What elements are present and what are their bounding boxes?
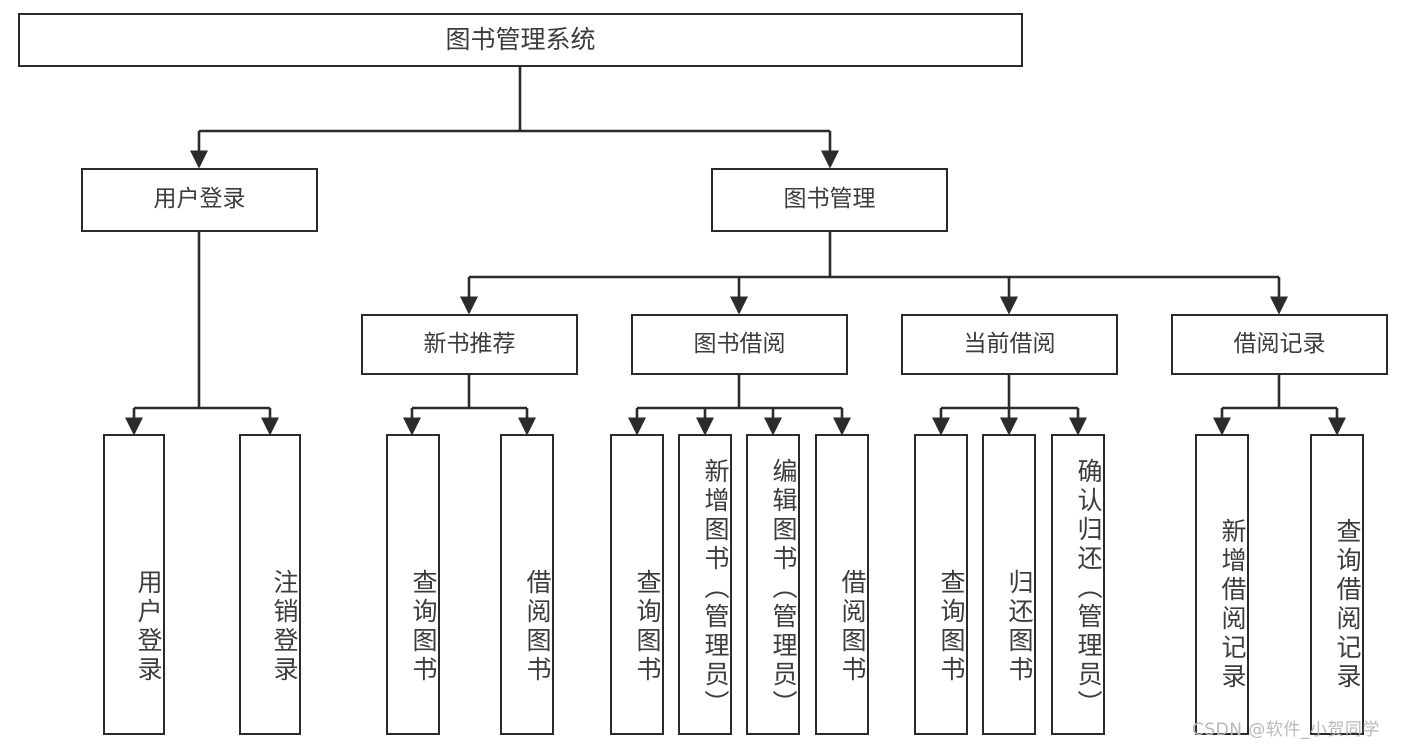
- node-label: 编辑图书（管理员）: [769, 458, 798, 719]
- node-label: 确认归还（管理员）: [1074, 458, 1103, 719]
- node-label: 当前借阅: [963, 330, 1056, 357]
- node-label: 查询图书: [633, 568, 662, 685]
- node-label: 借阅图书: [523, 568, 552, 685]
- leaf-return-book[interactable]: 归还图书: [982, 434, 1036, 735]
- leaf-confirm-return-admin[interactable]: 确认归还（管理员）: [1051, 434, 1105, 735]
- leaf-query-book-current[interactable]: 查询图书: [914, 434, 968, 735]
- node-label: 新书推荐: [423, 330, 516, 357]
- leaf-edit-book-admin[interactable]: 编辑图书（管理员）: [746, 434, 800, 735]
- node-current-borrowing[interactable]: 当前借阅: [901, 314, 1118, 375]
- node-label: 新增图书（管理员）: [701, 458, 730, 719]
- node-label: 注销登录: [270, 568, 299, 685]
- node-label: 新增借阅记录: [1218, 517, 1247, 692]
- node-label: 用户登录: [134, 568, 163, 685]
- node-label: 图书管理系统: [445, 25, 596, 55]
- node-book-management[interactable]: 图书管理: [711, 168, 948, 232]
- leaf-borrow-book-borrowing[interactable]: 借阅图书: [815, 434, 869, 735]
- node-label: 借阅记录: [1233, 330, 1326, 357]
- leaf-query-book-borrowing[interactable]: 查询图书: [610, 434, 664, 735]
- node-label: 图书管理: [783, 186, 876, 213]
- node-label: 图书借阅: [693, 330, 786, 357]
- node-book-borrowing[interactable]: 图书借阅: [631, 314, 848, 375]
- csdn-watermark: CSDN @软件_小贺同学: [1192, 720, 1380, 740]
- leaf-query-book-newbook[interactable]: 查询图书: [386, 434, 440, 735]
- node-new-book-recommendation[interactable]: 新书推荐: [361, 314, 578, 375]
- node-label: 借阅图书: [838, 568, 867, 685]
- node-borrowing-record[interactable]: 借阅记录: [1171, 314, 1388, 375]
- node-label: 查询借阅记录: [1333, 517, 1362, 692]
- leaf-user-login[interactable]: 用户登录: [103, 434, 165, 735]
- node-label: 查询图书: [409, 568, 438, 685]
- leaf-add-borrow-record[interactable]: 新增借阅记录: [1195, 434, 1249, 735]
- node-user-login[interactable]: 用户登录: [81, 168, 318, 232]
- node-label: 用户登录: [153, 186, 246, 213]
- leaf-borrow-book-newbook[interactable]: 借阅图书: [500, 434, 554, 735]
- leaf-logout[interactable]: 注销登录: [239, 434, 301, 735]
- node-label: 归还图书: [1005, 568, 1034, 685]
- leaf-add-book-admin[interactable]: 新增图书（管理员）: [678, 434, 732, 735]
- leaf-query-borrow-record[interactable]: 查询借阅记录: [1310, 434, 1364, 735]
- node-label: 查询图书: [937, 568, 966, 685]
- node-root-book-management-system[interactable]: 图书管理系统: [18, 13, 1023, 67]
